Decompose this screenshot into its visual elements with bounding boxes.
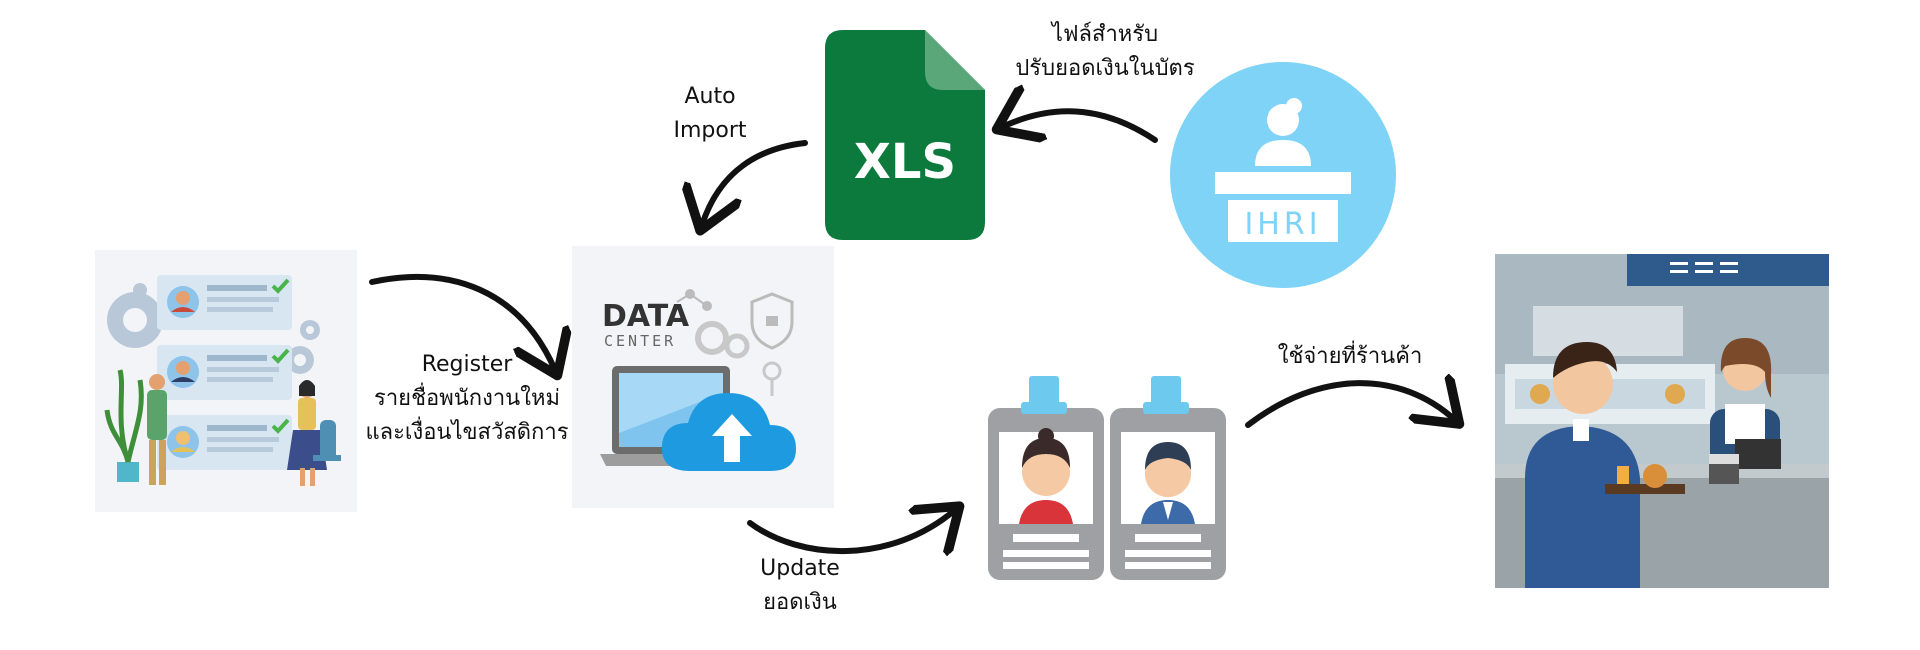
update-label: Update ยอดเงิน <box>735 552 865 620</box>
auto-import-label: Auto Import <box>645 80 775 148</box>
auto-import-label-line1: Auto <box>684 84 736 109</box>
registration-illustration-icon <box>104 275 341 486</box>
registration-panel <box>95 250 357 512</box>
hr-sign-text: IHRI <box>1244 207 1321 242</box>
xls-file-icon: XLS <box>825 30 985 240</box>
update-label-line1: Update <box>760 556 840 581</box>
data-center-panel: DATA CENTER <box>572 246 834 508</box>
register-label-line3: และเงื่อนไขสวัสดิการ <box>365 420 569 445</box>
arrow-register-to-datacenter <box>369 273 555 370</box>
register-label: Register รายชื่อพนักงานใหม่ และเงื่อนไขส… <box>352 348 582 450</box>
spend-label-line1: ใช้จ่ายที่ร้านค้า <box>1277 344 1423 369</box>
xls-file-label: ไฟล์สำหรับ ปรับยอดเงินในบัตร <box>990 18 1220 86</box>
update-label-line2: ยอดเงิน <box>763 590 837 615</box>
spend-label: ใช้จ่ายที่ร้านค้า <box>1250 340 1450 374</box>
data-center-subtitle: CENTER <box>604 332 676 350</box>
arrow-xls-to-datacenter <box>702 140 808 225</box>
xls-file-label-line1: ไฟล์สำหรับ <box>1051 22 1159 47</box>
arrow-hr-to-xls <box>1002 111 1158 140</box>
register-label-line1: Register <box>421 352 513 377</box>
arrow-badges-to-canteen <box>1245 383 1455 425</box>
canteen-payment-illustration-icon <box>1495 254 1829 588</box>
employee-id-badges-icon <box>988 376 1226 580</box>
register-label-line2: รายชื่อพนักงานใหม่ <box>374 386 560 411</box>
data-center-title: DATA <box>602 299 690 334</box>
auto-import-label-line2: Import <box>673 118 747 143</box>
hr-desk-person-icon: IHRI <box>1170 62 1396 288</box>
arrow-datacenter-to-badges <box>747 510 955 551</box>
xls-label: XLS <box>854 134 956 190</box>
xls-file-label-line2: ปรับยอดเงินในบัตร <box>1015 56 1195 81</box>
data-center-laptop-cloud-icon: DATA CENTER <box>600 289 796 471</box>
